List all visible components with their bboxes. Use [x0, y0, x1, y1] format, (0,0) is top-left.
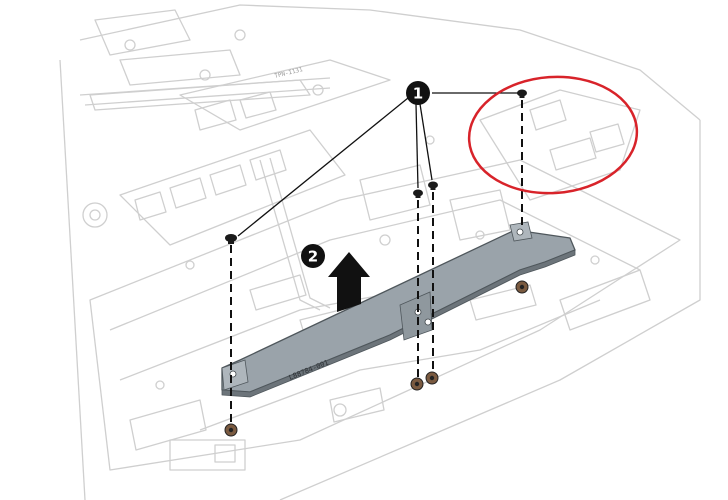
- callout-1: 1: [406, 81, 430, 105]
- screw-icon: [413, 189, 423, 198]
- chassis-line-art: [59, 4, 701, 500]
- screw-boss-icon: [425, 371, 439, 385]
- callout-2: 2: [301, 244, 325, 268]
- screw-icon: [225, 234, 237, 244]
- lift-arrow-icon: [328, 252, 370, 312]
- screw-icon: [517, 89, 527, 98]
- screw-boss-icon: [515, 280, 529, 294]
- screw-boss-icon: [224, 423, 238, 437]
- screw-icon: [428, 181, 438, 190]
- screw-boss-icon: [410, 377, 424, 391]
- screws: [225, 89, 527, 244]
- callout-1-number: 1: [413, 85, 423, 103]
- highlight-ellipse: [467, 75, 639, 195]
- bracket-plate: [221, 221, 576, 398]
- screw-bosses: [224, 280, 529, 437]
- callout-1-leaders: [237, 92, 518, 237]
- callout-2-number: 2: [308, 248, 318, 266]
- screw-guide-lines: [230, 100, 523, 425]
- chassis-marking: TPN-I131: [274, 66, 304, 80]
